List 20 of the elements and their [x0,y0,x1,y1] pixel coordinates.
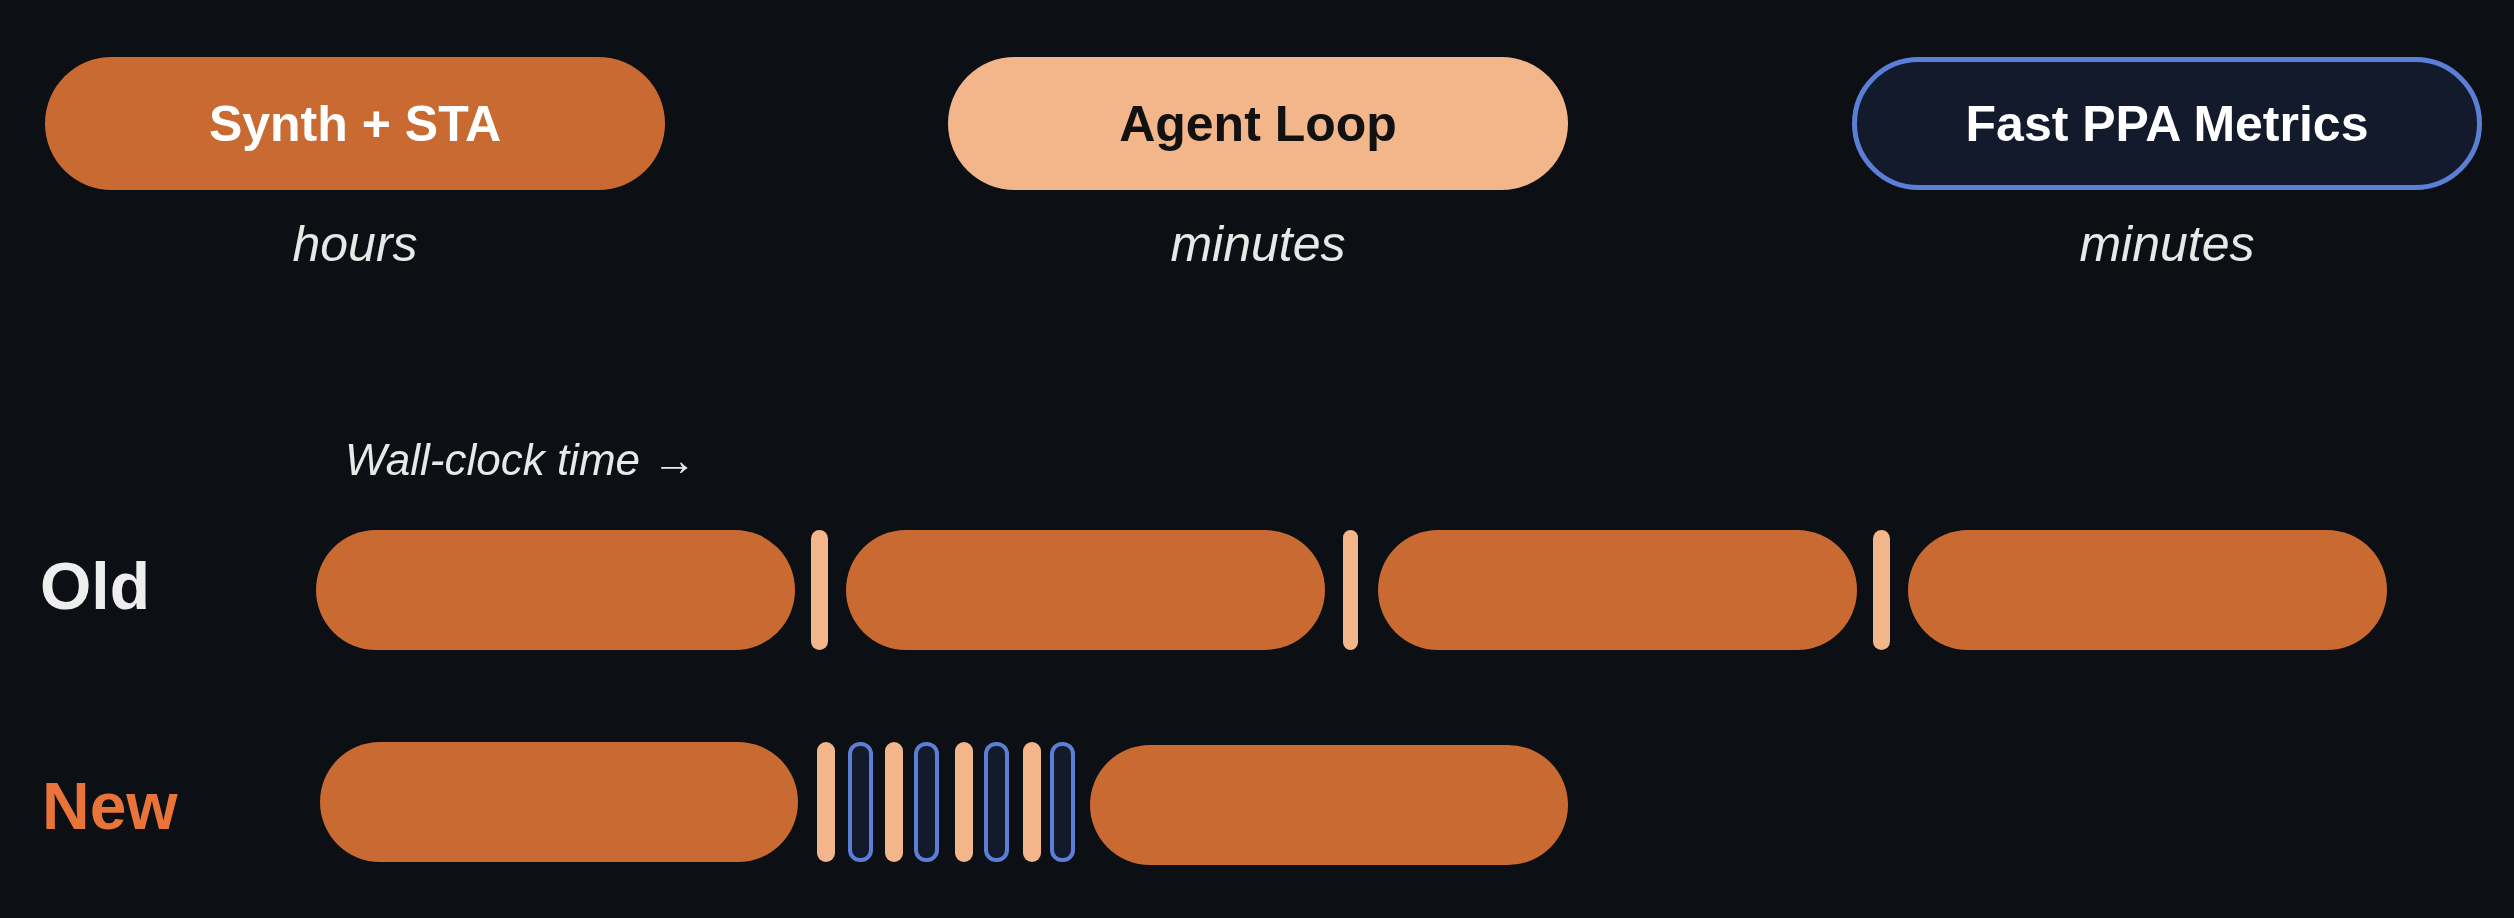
time-bar [811,530,828,650]
legend-pill: Fast PPA Metrics [1852,57,2482,190]
time-bar [984,742,1009,862]
row-label: New [42,768,178,844]
legend-pill: Synth + STA [45,57,665,190]
duration-text: minutes [2079,215,2255,273]
row-label: Old [40,548,150,624]
time-bar [1050,742,1075,862]
duration-text: minutes [1170,215,1346,273]
time-bar [817,742,835,862]
time-bar [885,742,903,862]
legend-pill: Agent Loop [948,57,1568,190]
axis-label: Wall-clock time → [345,435,697,485]
duration-text: hours [292,215,418,273]
time-bar [1873,530,1890,650]
time-bar [1023,742,1041,862]
time-bar [914,742,939,862]
time-bar [1343,530,1358,650]
time-bar [848,742,873,862]
time-bar [955,742,973,862]
